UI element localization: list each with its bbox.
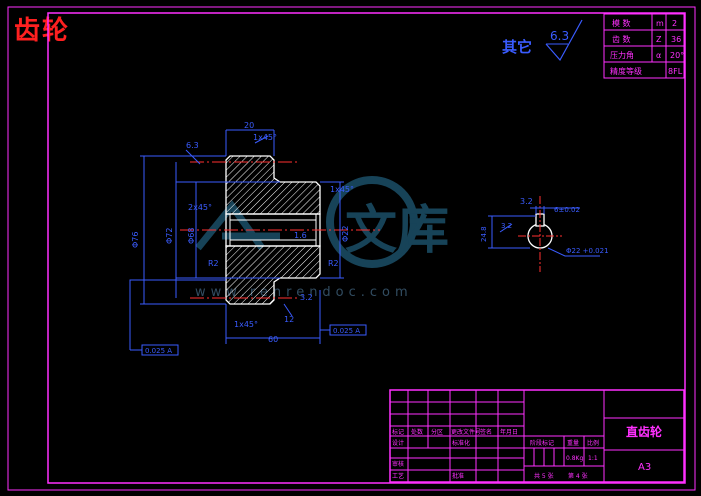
- rough-a: 6.3: [186, 141, 199, 150]
- tb-weight: 0.8Kg: [566, 455, 583, 462]
- bore-tol: Φ22 +0.021: [566, 247, 609, 255]
- tb-weight-label: 重量: [567, 439, 579, 447]
- tb-change: 更改文件号: [451, 428, 481, 436]
- keyway-view: 3.2 6±0.02 24.8 Φ22 +0.021 3.2: [480, 196, 609, 272]
- dim-chamfer2: 1x45°: [330, 185, 354, 194]
- tb-sign: 签名: [480, 428, 492, 436]
- rough-other-symbol: [545, 19, 583, 62]
- key-rough: 3.2: [520, 197, 533, 206]
- inner-frame: [47, 12, 686, 484]
- tol-box-1: 0.025 A: [141, 344, 179, 356]
- dim-chamfer3: 2x45°: [188, 203, 212, 212]
- outer-frame: [7, 6, 696, 491]
- tb-standard: 标准化: [452, 439, 470, 447]
- param-val-teeth: 36: [671, 35, 681, 44]
- tb-zone: 分区: [431, 428, 443, 436]
- gear-section: [225, 155, 321, 305]
- dim-dia-root: Φ68: [187, 228, 196, 244]
- param-val-angle: 20°: [670, 51, 684, 60]
- tb-size: A3: [638, 462, 651, 473]
- dim-chamfer1: 1x45°: [253, 133, 277, 142]
- rough-b: 1.6: [294, 231, 307, 240]
- tb-review: 审核: [392, 460, 404, 468]
- svg-text:0.025 A: 0.025 A: [145, 347, 172, 355]
- watermark-text: 文库: [345, 201, 449, 261]
- param-val-module: 2: [672, 19, 677, 28]
- dim-r12: 12: [284, 315, 294, 324]
- tb-scale: 1:1: [588, 455, 598, 462]
- rough-c: 3.2: [300, 293, 313, 302]
- param-label-grade: 精度等级: [610, 66, 642, 76]
- tb-count: 处数: [411, 428, 423, 436]
- key-rough-2: 3.2: [501, 222, 512, 230]
- dim-dia-pitch: Φ72: [165, 228, 174, 244]
- tb-sheet-no: 第 4 张: [568, 472, 588, 480]
- tb-mark: 标记: [392, 428, 404, 436]
- tb-approve: 批准: [452, 472, 464, 480]
- drawing-title: 齿轮: [14, 16, 71, 46]
- param-sym-angle: α: [656, 51, 661, 60]
- tb-scale-label: 比例: [587, 439, 599, 447]
- watermark: 文库 www.renrendoc.com: [195, 176, 449, 300]
- param-table: 模 数 m 2 齿 数 Z 36 压力角 α 20° 精度等级 8FL: [603, 13, 685, 79]
- title-block: [389, 389, 685, 483]
- tb-date: 年月日: [500, 428, 518, 436]
- param-val-grade: 8FL: [668, 67, 683, 76]
- key-depth: 24.8: [480, 226, 488, 242]
- dim-chamfer4: 1x45°: [234, 320, 258, 329]
- param-label-teeth: 齿 数: [612, 34, 631, 44]
- param-label-module: 模 数: [612, 18, 631, 28]
- dim-r2-a: R2: [208, 259, 219, 268]
- dim-top-width: 20: [244, 121, 254, 130]
- tb-process: 工艺: [392, 472, 404, 480]
- tb-stage-mark: 阶段标记: [530, 439, 554, 447]
- dim-dia-outer: Φ76: [131, 232, 140, 248]
- key-width: 6±0.02: [554, 206, 580, 214]
- tb-design: 设计: [392, 439, 404, 447]
- param-label-angle: 压力角: [610, 50, 634, 60]
- tb-part-name: 直齿轮: [626, 424, 663, 439]
- dim-r2-b: R2: [328, 259, 339, 268]
- tol-box-2: 0.025 A: [329, 324, 367, 336]
- rough-other-label: 其它: [502, 38, 532, 56]
- tb-sheet-total: 共 5 张: [534, 472, 554, 480]
- dim-hole-dia: Φ22: [341, 226, 350, 242]
- rough-other-value: 6.3: [550, 29, 569, 43]
- svg-text:0.025 A: 0.025 A: [333, 327, 360, 335]
- dim-bottom-width: 60: [268, 335, 278, 344]
- dimension-lines: [129, 129, 344, 351]
- param-sym-module: m: [656, 19, 664, 28]
- param-sym-teeth: Z: [656, 35, 662, 44]
